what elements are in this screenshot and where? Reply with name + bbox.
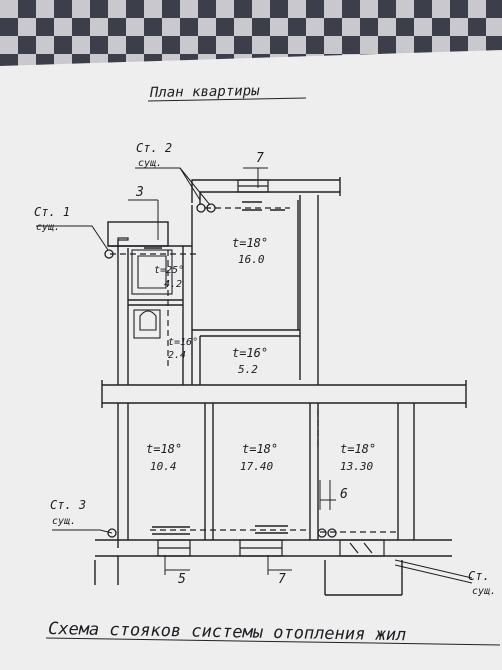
room-corridor-area: 5.2	[238, 363, 258, 376]
leader-lines	[36, 167, 473, 584]
room-bath-area: 4.2	[164, 279, 182, 290]
riser-4-status: сущ.	[472, 586, 496, 597]
room-main-temp: t=18°	[232, 236, 268, 250]
radiator-numbers: 3 7 5 7 6	[135, 151, 348, 587]
bathroom-fixtures	[131, 249, 173, 339]
room-left-temp: t=18°	[146, 442, 182, 456]
room-right-area: 13.30	[340, 460, 373, 473]
room-left-area: 10.4	[150, 460, 177, 473]
riser-4-code: Ст.	[468, 569, 490, 583]
radiator-label-7-top: 7	[256, 151, 264, 166]
riser-symbols	[104, 203, 337, 538]
windows	[117, 179, 385, 557]
room-bath-temp: t=25°	[154, 265, 184, 276]
room-wc-area: 2.4	[168, 350, 186, 361]
radiator-label-7-bottom: 7	[278, 572, 286, 587]
radiators	[144, 201, 288, 535]
riser-3-code: Ст. 3	[50, 498, 86, 512]
radiator-label-3: 3	[135, 185, 144, 200]
riser-3-status: сущ.	[52, 516, 76, 527]
riser-1-code: Ст. 1	[34, 205, 70, 219]
room-labels: t=25° 4.2 t=18° 16.0 t=16° 2.4 t=16° 5.2…	[146, 236, 376, 473]
room-middle-area: 17.40	[240, 460, 273, 473]
room-main-area: 16.0	[238, 253, 265, 266]
radiator-label-5: 5	[178, 572, 186, 587]
room-corridor-temp: t=16°	[232, 346, 268, 360]
paper-sheet	[0, 50, 502, 670]
heating-pipes	[110, 207, 398, 533]
riser-2-code: Ст. 2	[136, 141, 172, 155]
riser-1-status: сущ.	[36, 222, 60, 233]
riser-labels: Ст. 1 сущ. Ст. 2 сущ. Ст. 3 сущ. Ст. сущ…	[34, 141, 496, 597]
room-wc-temp: t=16°	[168, 337, 198, 348]
plan-title: План квартиры	[149, 83, 260, 101]
riser-2-status: сущ.	[138, 158, 162, 169]
radiator-label-6: 6	[340, 487, 348, 502]
room-right-temp: t=18°	[340, 442, 376, 456]
room-middle-temp: t=18°	[242, 442, 278, 456]
